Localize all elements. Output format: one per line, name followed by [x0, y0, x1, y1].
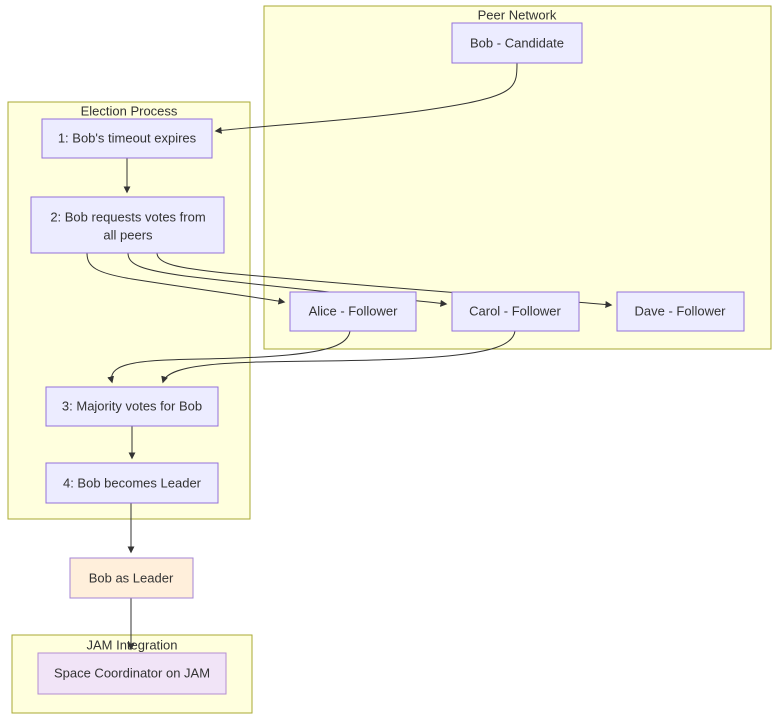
alice-follower-box: [289, 291, 417, 332]
bob-candidate-label: Bob - Candidate: [470, 35, 564, 50]
step2-label-line1: 2: Bob requests votes from: [50, 209, 205, 224]
carol-follower-label: Carol - Follower: [469, 303, 561, 318]
edge-carol-to-step3: [161, 330, 516, 384]
step3-label: 3: Majority votes for Bob: [62, 398, 202, 413]
node-step2: 2: Bob requests votes from all peers: [30, 196, 225, 254]
node-bob-as-leader: Bob as Leader: [69, 557, 194, 599]
step3-box: [45, 386, 219, 427]
node-carol-follower: Carol - Follower: [451, 291, 580, 332]
node-bob-candidate: Bob - Candidate: [451, 22, 583, 64]
step1-box: [41, 118, 213, 159]
step2-label-line2: all peers: [103, 227, 153, 242]
bob-candidate-box: [451, 22, 583, 64]
node-step3: 3: Majority votes for Bob: [45, 386, 219, 427]
edge-bob-candidate-to-step1: [214, 62, 518, 134]
node-space-coordinator: Space Coordinator on JAM: [37, 652, 227, 695]
step4-label: 4: Bob becomes Leader: [63, 475, 202, 490]
container-election-process: Election Process: [7, 101, 251, 520]
dave-follower-box: [616, 291, 745, 332]
bob-as-leader-label: Bob as Leader: [89, 570, 174, 585]
space-coordinator-label: Space Coordinator on JAM: [54, 665, 210, 680]
node-step1: 1: Bob's timeout expires: [41, 118, 213, 159]
node-alice-follower: Alice - Follower: [289, 291, 417, 332]
peer-network-title: Peer Network: [478, 7, 557, 22]
jam-integration-title: JAM Integration: [86, 637, 177, 652]
edge-step2-to-alice: [86, 252, 286, 305]
election-process-title: Election Process: [81, 103, 178, 118]
edge-alice-to-step3: [107, 330, 351, 384]
step4-box: [45, 462, 219, 504]
node-step4: 4: Bob becomes Leader: [45, 462, 219, 504]
step2-box: [30, 196, 225, 254]
dave-follower-label: Dave - Follower: [634, 303, 726, 318]
carol-follower-box: [451, 291, 580, 332]
step1-label: 1: Bob's timeout expires: [58, 130, 197, 145]
election-process-box: [7, 101, 251, 520]
bob-as-leader-box: [69, 557, 194, 599]
node-dave-follower: Dave - Follower: [616, 291, 745, 332]
alice-follower-label: Alice - Follower: [309, 303, 399, 318]
space-coordinator-box: [37, 652, 227, 695]
